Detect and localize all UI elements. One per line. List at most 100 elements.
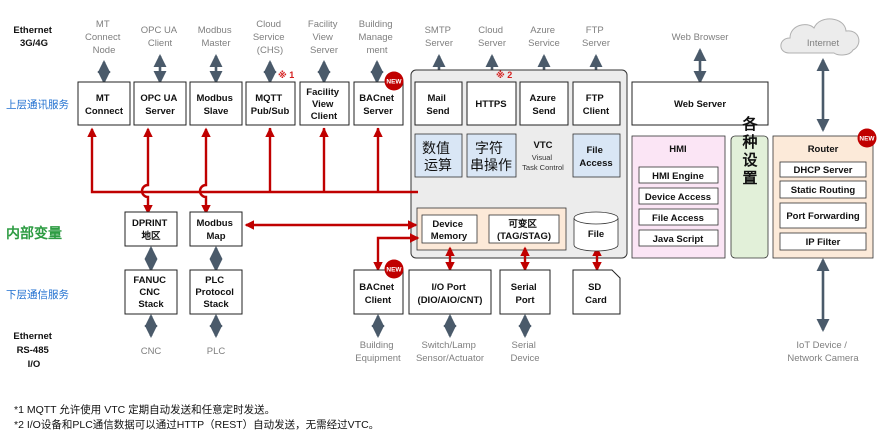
hmi-engine-text: HMI Engine — [652, 171, 704, 182]
router-dhcp-text: DHCP Server — [794, 165, 853, 176]
serial-port-box — [499, 269, 551, 315]
modbus-map-box — [189, 211, 243, 247]
mqtt-box — [245, 81, 296, 126]
file-access-text: File Access — [579, 145, 612, 169]
switch-lamp-label: Switch/Lamp Sensor/Actuator — [416, 340, 484, 364]
building-equipment-label: Building Equipment — [355, 340, 401, 364]
hmi-title: HMI — [669, 144, 686, 155]
ftp-server-label: FTP Server — [582, 25, 610, 49]
plc-label: PLC — [207, 346, 226, 357]
router-ip-filter-text: IP Filter — [806, 237, 841, 248]
hmi-java-script-text: Java Script — [653, 234, 705, 245]
new-badge-bacnet-client: NEW — [384, 259, 404, 279]
footnote-2: *2 I/O设备和PLC通信数据可以通过HTTP（REST）自动发送，无需经过V… — [14, 418, 379, 431]
facility-view-client-text: Facility View Client — [306, 87, 341, 122]
opcua-server-box — [133, 81, 187, 126]
plc-stack-box — [189, 269, 243, 315]
serial-port-text: Serial Port — [511, 282, 540, 306]
sd-card-text: SD Card — [585, 282, 607, 306]
mail-send-box — [414, 81, 463, 126]
azure-send-box — [519, 81, 569, 126]
fanuc-text: FANUC CNC Stack — [133, 275, 168, 310]
file-text: File — [588, 229, 604, 240]
note-mark-1: ※ 1 — [278, 70, 294, 80]
mail-send-text: Mail Send — [426, 93, 449, 117]
upper-service-label: 上层通讯服务 — [6, 98, 69, 111]
router-static-routing-box — [779, 180, 867, 199]
note-mark-2: ※ 2 — [496, 70, 512, 80]
router-port-forwarding-text: Port Forwarding — [786, 211, 860, 222]
modbus-map-text: Modbus Map — [196, 218, 235, 242]
internal-vars-label: 内部变量 — [6, 225, 62, 241]
settings-panel — [730, 135, 769, 259]
modbus-master-label: Modbus Master — [198, 25, 234, 49]
variable-area-text: 可变区 (TAG/STAG) — [497, 218, 551, 242]
new-badge-router: NEW — [857, 128, 877, 148]
https-box — [466, 81, 517, 126]
variable-area-box — [488, 214, 560, 244]
router-port-forwarding-box — [779, 202, 867, 229]
hmi-engine-box — [638, 166, 719, 184]
svg-text:NEW: NEW — [386, 79, 402, 86]
new-badge-bacnet-server: NEW — [384, 71, 404, 91]
router-dhcp-box — [779, 161, 867, 178]
web-server-text: Web Server — [674, 99, 726, 110]
cloud-chs-label: Cloud Service (CHS) — [253, 19, 287, 56]
facility-view-client-box — [299, 81, 350, 126]
string-ops-box — [466, 133, 517, 178]
vtc-title: VTC — [534, 140, 553, 151]
cnc-label: CNC — [141, 346, 162, 357]
opcua-server-text: OPC UA Server — [140, 93, 179, 117]
modbus-slave-text: Modbus Slave — [196, 93, 235, 117]
web-server-box — [631, 81, 769, 126]
lower-service-label: 下层通信服务 — [6, 288, 69, 301]
mt-connect-box — [77, 81, 131, 126]
cloud-server-label: Cloud Server — [478, 25, 506, 49]
https-text: HTTPS — [475, 99, 506, 110]
svg-text:NEW: NEW — [386, 267, 402, 274]
router-title: Router — [808, 144, 839, 155]
io-port-text: I/O Port (DIO/AIO/CNT) — [418, 282, 483, 306]
router-static-routing-text: Static Routing — [791, 185, 856, 196]
hmi-device-access-box — [638, 187, 719, 205]
ethernet-top-label: Ethernet 3G/4G — [13, 25, 54, 49]
settings-text: 各种设置 — [741, 115, 759, 188]
file-access-box — [572, 133, 621, 178]
ftp-client-text: FTP Client — [583, 93, 610, 117]
modbus-slave-box — [189, 81, 243, 126]
internet-cloud-icon — [780, 18, 860, 56]
num-calc-box — [414, 133, 463, 178]
plc-stack-text: PLC Protocol Stack — [195, 275, 236, 310]
string-ops-text: 字符 串操作 — [470, 140, 512, 173]
azure-send-text: Azure Send — [529, 93, 558, 117]
building-management-label: Building Manage ment — [359, 19, 396, 56]
internet-label: Internet — [807, 38, 840, 49]
vtc-subtitle: Visual Task Control — [522, 153, 564, 172]
azure-service-label: Azure Service — [528, 25, 560, 49]
sd-card-shape — [572, 269, 621, 315]
file-storage-icon — [573, 211, 619, 252]
facility-view-server-label: Facility View Server — [308, 19, 340, 56]
footnote-1: *1 MQTT 允许使用 VTC 定期自动发送和任意定时发送。 — [14, 403, 275, 416]
num-calc-text: 数值 运算 — [422, 140, 454, 173]
device-memory-box — [421, 214, 478, 244]
iot-device-label: IoT Device / Network Camera — [787, 340, 859, 364]
io-port-box — [408, 269, 492, 315]
opcua-client-label: OPC UA Client — [141, 25, 180, 49]
smtp-server-label: SMTP Server — [425, 25, 454, 49]
hmi-file-access-box — [638, 208, 719, 226]
mt-connect-text: MT Connect — [85, 93, 124, 117]
dprint-text: DPRINT 地区 — [132, 218, 170, 242]
mqtt-text: MQTT Pub/Sub — [251, 93, 290, 117]
fanuc-stack-box — [124, 269, 178, 315]
mt-connect-node-label: MT Connect Node — [85, 19, 123, 56]
bacnet-server-text: BACnet Server — [359, 93, 396, 117]
ftp-client-box — [572, 81, 621, 126]
web-browser-label: Web Browser — [672, 32, 729, 43]
device-memory-text: Device Memory — [431, 219, 468, 242]
bacnet-client-text: BACnet Client — [359, 282, 396, 306]
serial-device-label: Serial Device — [510, 340, 539, 364]
hmi-device-access-text: Device Access — [645, 192, 711, 203]
router-ip-filter-box — [779, 232, 867, 251]
